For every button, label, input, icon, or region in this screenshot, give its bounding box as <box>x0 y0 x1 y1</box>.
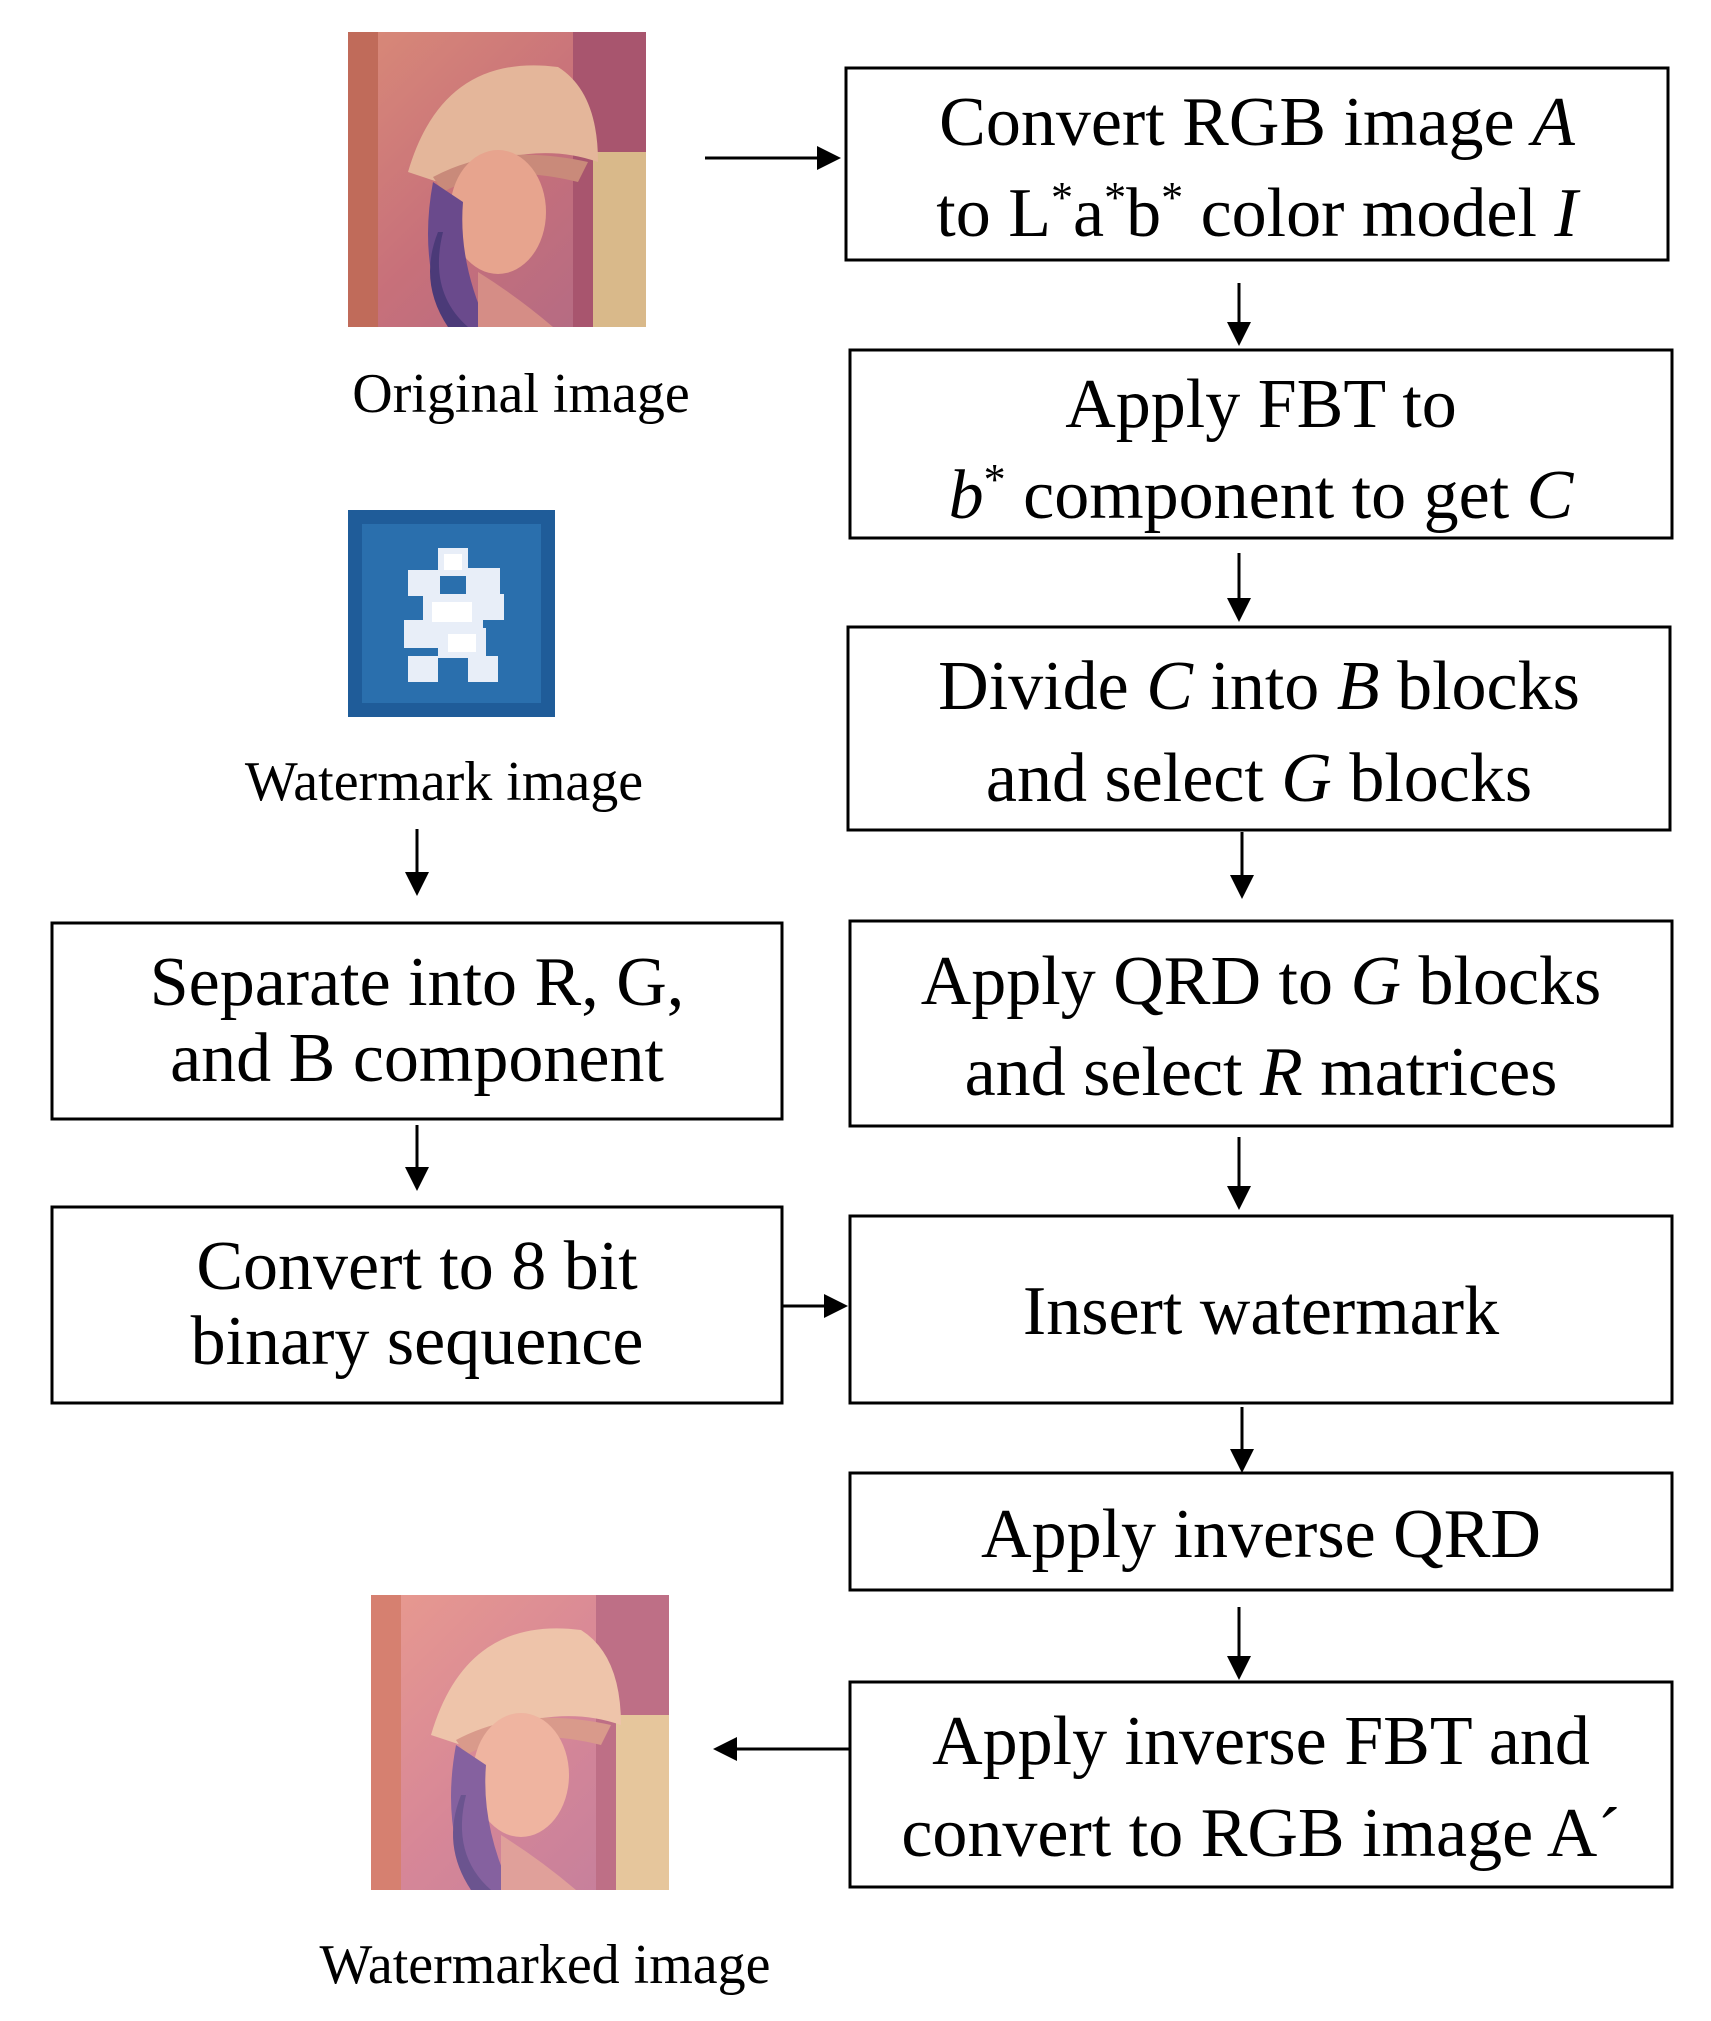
step-apply-fbt: Apply FBT to b* component to get C <box>848 348 1674 540</box>
step-inverse-fbt: Apply inverse FBT and convert to RGB ima… <box>848 1680 1674 1889</box>
step-separate-line2: and B component <box>170 1020 664 1097</box>
step-separate-rgb: Separate into R, G, and B component <box>50 921 784 1121</box>
step-binary-line1: Convert to 8 bit <box>196 1228 638 1305</box>
step-inverse-fbt-line2: convert to RGB image A´ <box>901 1795 1620 1872</box>
step-binary-sequence: Convert to 8 bit binary sequence <box>50 1205 784 1405</box>
original-image <box>348 32 646 327</box>
step-divide-blocks: Divide C into B blocks and select G bloc… <box>846 625 1672 832</box>
step-inverse-fbt-line1: Apply inverse FBT and <box>932 1703 1590 1780</box>
watermark-image <box>348 510 555 717</box>
step-inverse-qrd-label: Apply inverse QRD <box>981 1496 1541 1573</box>
step-apply-qrd-line2: and select R matrices <box>965 1034 1558 1111</box>
step-apply-fbt-line1: Apply FBT to <box>1065 366 1457 443</box>
step-binary-line2: binary sequence <box>191 1303 644 1380</box>
watermarked-image <box>371 1595 669 1890</box>
step-divide-line1: Divide C into B blocks <box>938 648 1580 725</box>
step-apply-qrd-line1: Apply QRD to G blocks <box>921 943 1602 1020</box>
step-convert-lab-line2: to L*a*b* color model I <box>936 173 1581 253</box>
step-convert-lab: Convert RGB image A to L*a*b* color mode… <box>844 66 1670 262</box>
step-apply-qrd: Apply QRD to G blocks and select R matri… <box>848 919 1674 1128</box>
step-separate-line1: Separate into R, G, <box>150 944 685 1021</box>
step-convert-lab-line1: Convert RGB image A <box>939 84 1575 161</box>
caption-watermarked-image: Watermarked image <box>319 1934 770 1996</box>
step-inverse-qrd: Apply inverse QRD <box>848 1471 1674 1592</box>
step-apply-fbt-line2: b* component to get C <box>949 455 1575 535</box>
caption-watermark-image: Watermark image <box>245 751 643 813</box>
caption-original-image: Original image <box>352 363 689 425</box>
step-insert-watermark-label: Insert watermark <box>1023 1273 1499 1350</box>
step-insert-watermark: Insert watermark <box>848 1214 1674 1405</box>
step-divide-line2: and select G blocks <box>986 740 1532 817</box>
